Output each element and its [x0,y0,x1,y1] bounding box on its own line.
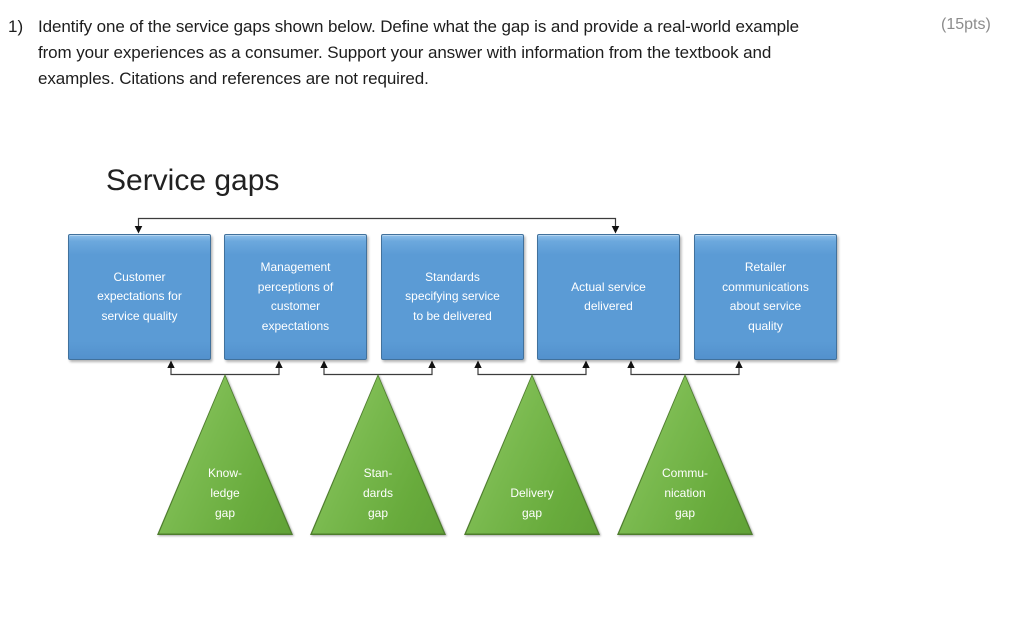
triangle-communication-gap: Commu- nication gap [617,374,753,535]
question-line-2: from your experiences as a consumer. Sup… [38,43,772,62]
triangle-delivery-gap: Delivery gap [464,374,600,535]
box-actual-service: Actual service delivered [537,234,680,360]
knowledge-gap-label: Know- ledge gap [207,466,242,520]
box-customer-expectations: Customer expectations for service qualit… [68,234,211,360]
knowledge-gap-connector [167,360,283,376]
box-retailer-communications: Retailer communications about service qu… [694,234,837,360]
diagram-title: Service gaps [106,164,280,197]
box-standards-specifying: Standards specifying service to be deliv… [381,234,524,360]
question-line-3: examples. Citations and references are n… [38,69,429,88]
top-connector [134,217,620,234]
question-number: 1) [8,17,24,36]
standards-gap-label: Stan- dards gap [362,466,394,520]
communication-gap-connector [627,360,743,376]
box-management-perceptions: Management perceptions of customer expec… [224,234,367,360]
question-text: Identify one of the service gaps shown b… [38,14,799,92]
triangle-standards-gap: Stan- dards gap [310,374,446,535]
question-line-1: Identify one of the service gaps shown b… [38,17,800,36]
triangle-knowledge-gap: Know- ledge gap [157,374,293,535]
delivery-gap-label: Delivery gap [510,486,554,520]
standards-gap-connector [320,360,436,376]
delivery-gap-connector [474,360,590,376]
points-badge: (15pts) [941,16,991,33]
communication-gap-label: Commu- nication gap [661,466,708,520]
